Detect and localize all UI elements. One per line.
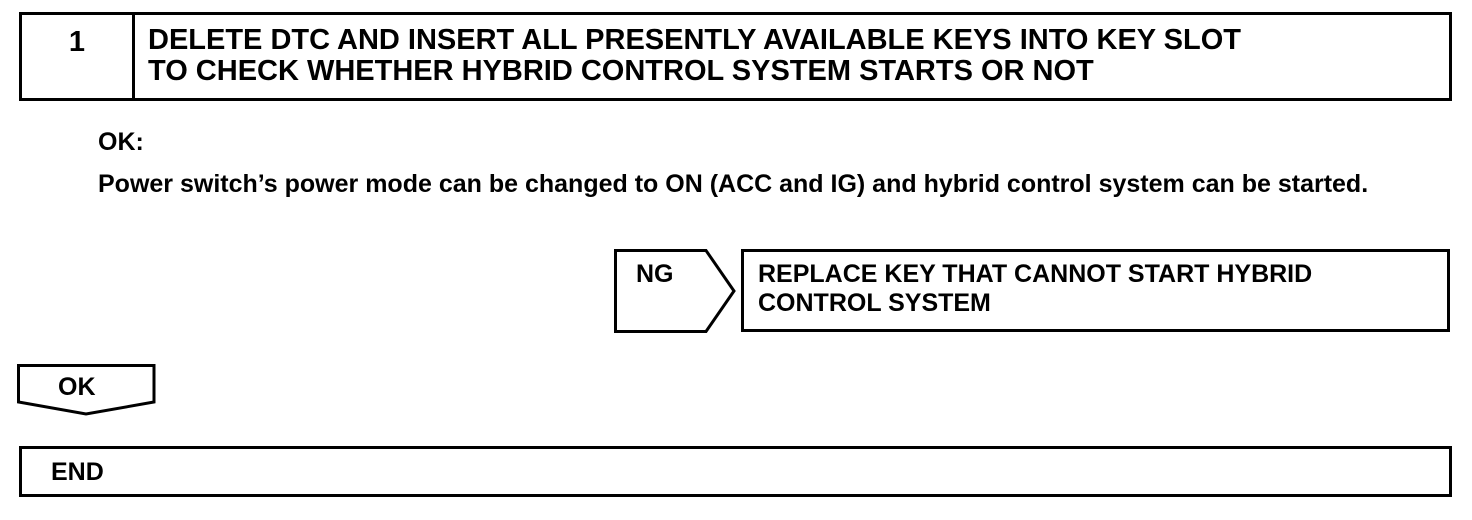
end-label: END — [51, 458, 104, 486]
ng-label: NG — [636, 260, 674, 288]
end-box: END — [19, 446, 1452, 497]
ok-arrow-shape — [17, 364, 156, 416]
step-box: 1 DELETE DTC AND INSERT ALL PRESENTLY AV… — [19, 12, 1452, 101]
ok-label: OK — [58, 373, 96, 401]
step-number: 1 — [68, 26, 86, 58]
ng-arrow-shape — [614, 249, 736, 333]
ng-action-box: REPLACE KEY THAT CANNOT START HYBRID CON… — [741, 249, 1450, 332]
step-title: DELETE DTC AND INSERT ALL PRESENTLY AVAI… — [148, 24, 1241, 87]
ng-action-text: REPLACE KEY THAT CANNOT START HYBRID CON… — [758, 260, 1313, 317]
ok-heading: OK: — [98, 128, 144, 156]
step-number-cell: 1 — [22, 15, 135, 98]
ok-description: Power switch’s power mode can be changed… — [98, 170, 1369, 198]
